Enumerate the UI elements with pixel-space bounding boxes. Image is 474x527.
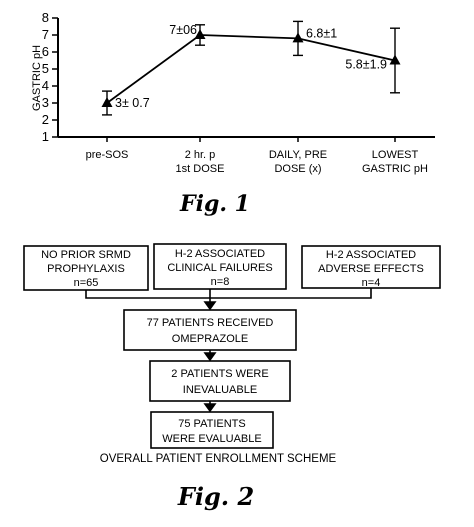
figure-2-caption: Fig. 2 [177, 482, 254, 511]
data-point-triangle [101, 97, 113, 107]
y-tick-label: 2 [42, 112, 49, 127]
data-label: 5.8±1.9 [345, 58, 387, 72]
y-axis-label: GASTRIC pH [31, 45, 43, 111]
box-inevaluable-line-2: INEVALUABLE [183, 384, 257, 396]
box-prior-line-3: n=65 [74, 277, 99, 289]
data-point-triangle [389, 54, 401, 65]
y-tick-label: 3 [42, 95, 49, 110]
data-label: 6.8±1 [306, 26, 337, 40]
box-received-line-1: 77 PATIENTS RECEIVED [147, 317, 274, 329]
box-received-line-2: OMEPRAZOLE [172, 333, 248, 345]
data-label: 3± 0.7 [115, 96, 150, 110]
series-ph [101, 20, 401, 116]
series-line [106, 34, 396, 104]
box-prior-line-2: PROPHYLAXIS [47, 263, 125, 275]
box-prior-line-1: NO PRIOR SRMD [41, 249, 131, 261]
arrowhead-1 [203, 301, 217, 311]
box-clinical-line-2: CLINICAL FAILURES [167, 262, 272, 274]
box-evaluable-line-2: WERE EVALUABLE [162, 433, 261, 445]
connector-right [210, 288, 372, 299]
data-label: 7±06 [169, 23, 197, 37]
enrollment-flowchart [23, 243, 441, 449]
box-clinical-line-1: H-2 ASSOCIATED [175, 248, 265, 260]
box-clinical-failures [153, 243, 287, 290]
x-tick-label: pre-SOS [86, 149, 129, 161]
box-inevaluable [149, 360, 291, 402]
y-tick-label: 4 [42, 78, 49, 93]
y-tick-group: 1 2 3 4 5 6 7 8 [42, 10, 58, 144]
data-label-group: 3± 0.7 7±06 6.8±1 5.8±1.9 [115, 23, 387, 110]
y-tick-label: 7 [42, 27, 49, 42]
figure-1-caption: Fig. 1 [179, 191, 250, 217]
x-tick-group [106, 137, 396, 142]
box-inevaluable-line-1: 2 PATIENTS WERE [171, 368, 268, 380]
box-evaluable [150, 411, 274, 449]
flowchart-title: OVERALL PATIENT ENROLLMENT SCHEME [100, 453, 337, 465]
data-point-triangle [194, 29, 206, 39]
y-tick-label: 5 [42, 61, 49, 76]
y-tick-label: 1 [42, 129, 49, 144]
connector-left [85, 290, 210, 299]
box-adverse-line-1: H-2 ASSOCIATED [326, 249, 416, 261]
arrowhead-3 [203, 403, 217, 413]
box-adverse-line-2: ADVERSE EFFECTS [318, 263, 424, 275]
box-evaluable-line-1: 75 PATIENTS [178, 418, 245, 430]
box-clinical-line-3: n=8 [211, 276, 230, 288]
y-tick-label: 6 [42, 44, 49, 59]
y-tick-label: 8 [42, 10, 49, 25]
arrowhead-2 [203, 352, 217, 362]
box-adverse-line-3: n=4 [362, 277, 381, 289]
data-point-triangle [292, 32, 304, 43]
